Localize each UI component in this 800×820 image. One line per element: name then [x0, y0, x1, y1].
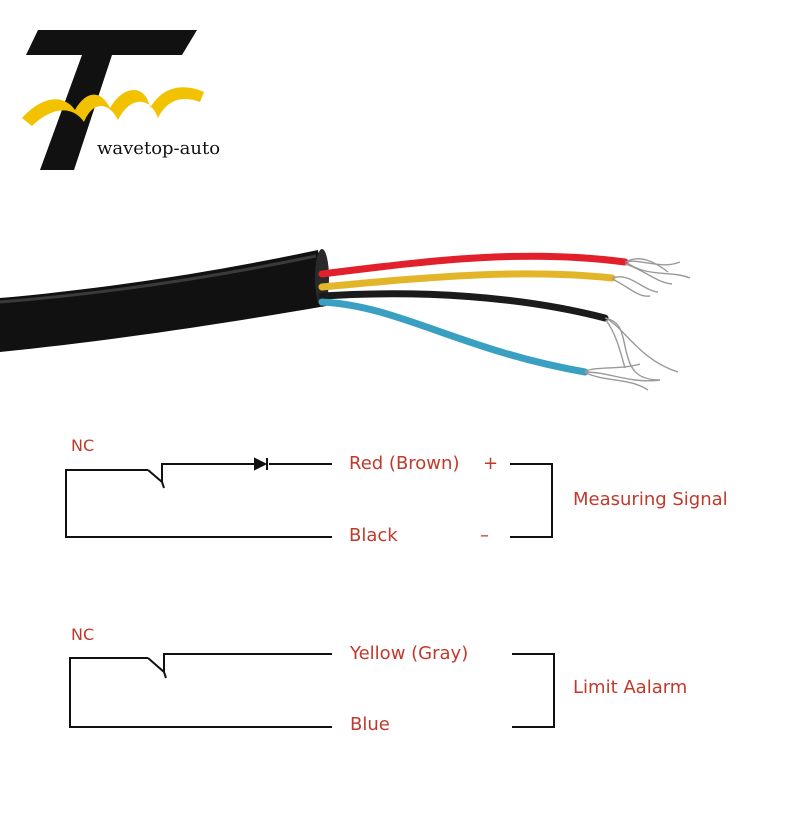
cable-jacket-highlight [0, 254, 317, 304]
circuit2-top-wire [163, 653, 332, 672]
blue-wire [318, 298, 589, 376]
black-wire [318, 290, 609, 322]
circuit1-minus-sign: – [480, 525, 489, 546]
product-image: wavetop-auto [0, 30, 728, 735]
circuit1-function-label: Measuring Signal [573, 489, 728, 510]
logo-wave-mark [22, 87, 204, 126]
limit-alarm-bracket [512, 653, 555, 728]
diode-symbol [254, 457, 268, 471]
wiring-diagrams [65, 457, 555, 728]
circuit2-bottom-wire-label: Blue [350, 714, 390, 735]
red-wire [318, 252, 629, 278]
blue-wire-strands [584, 363, 661, 391]
measuring-signal-bracket [510, 463, 553, 538]
cable-illustration [0, 249, 691, 391]
wavetop-logo [22, 30, 204, 170]
circuit1-nc-label: NC [71, 436, 95, 455]
circuit1-top-wire [161, 463, 332, 482]
circuit1-bottom-wire-label: Black [349, 525, 398, 546]
brand-name: wavetop-auto [97, 138, 221, 159]
yellow-wire-strands [611, 276, 659, 297]
circuit1-top-wire-label: Red (Brown) [349, 453, 460, 474]
logo-t-bar [26, 30, 197, 55]
circuit2-loop [69, 657, 332, 728]
limit-alarm-circuit [69, 653, 555, 728]
circuit2-top-wire-label: Yellow (Gray) [350, 643, 469, 664]
cable-jacket [0, 250, 326, 352]
yellow-wire [318, 270, 616, 291]
circuit1-plus-sign: + [483, 453, 499, 474]
circuit1-loop [65, 469, 332, 538]
circuit2-nc-label: NC [71, 625, 95, 644]
black-wire-strands [604, 317, 679, 381]
measuring-signal-circuit [65, 457, 553, 538]
red-wire-strands [624, 258, 691, 285]
circuit2-function-label: Limit Aalarm [573, 677, 688, 698]
